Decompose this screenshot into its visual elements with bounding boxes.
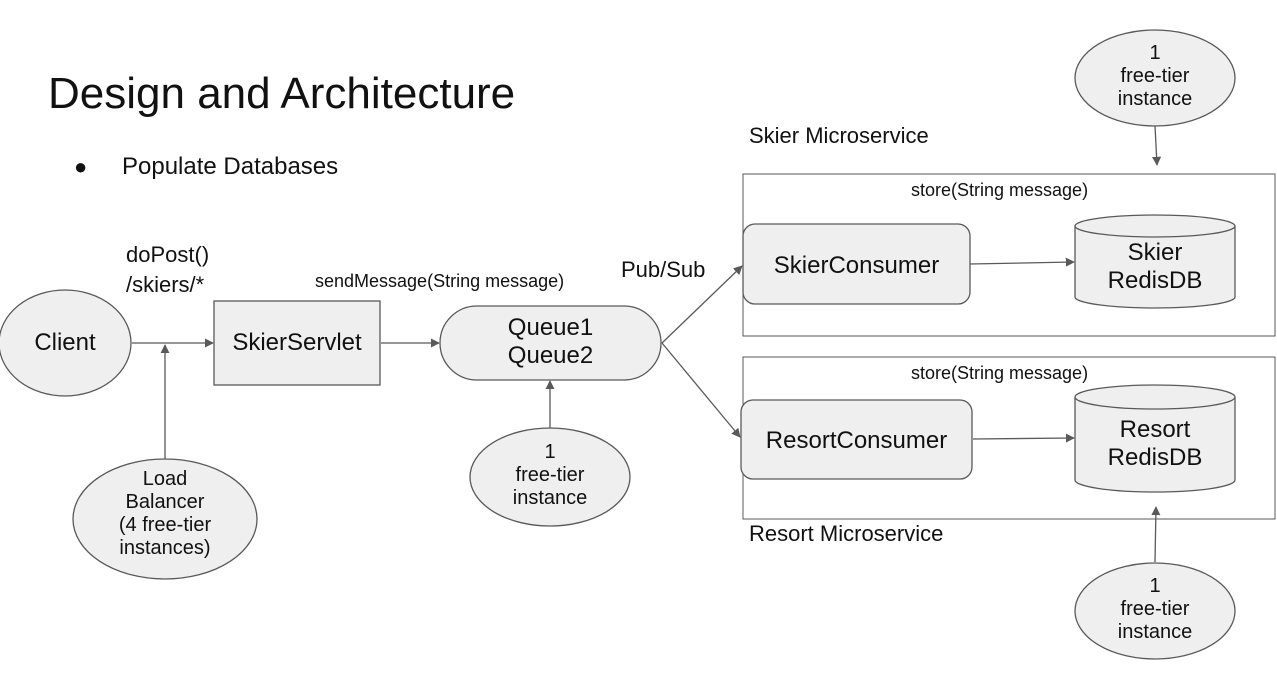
skier-consumer-to-db-arrow [969, 257, 1075, 267]
skier-consumer-node [742, 223, 971, 305]
queue-instance-node [469, 427, 631, 527]
skiers-path-label: /skiers/* [126, 272, 205, 297]
resort-db-node [1074, 384, 1236, 493]
skier-servlet-node [213, 300, 381, 386]
load-balancer-node [72, 458, 258, 580]
resort-consumer-node [740, 399, 973, 480]
resort-instance-node [1074, 562, 1236, 660]
queue-node [439, 305, 662, 381]
skier-microservice-label: Skier Microservice [749, 123, 929, 148]
bullet-dot: ● [74, 154, 88, 179]
resort-consumer-to-db-arrow [972, 433, 1075, 443]
store-skier-label: store(String message) [911, 180, 1089, 200]
send-message-label: sendMessage(String message) [315, 271, 565, 291]
bullet-text: Populate Databases [122, 153, 339, 180]
resort-instance-arrow [1151, 506, 1161, 563]
skier-servlet-label: SkierServlet [232, 329, 362, 356]
store-resort-label: store(String message) [911, 363, 1089, 383]
slide-title: Design and Architecture [48, 69, 516, 118]
skier-db-label: Skier RedisDB [1107, 239, 1203, 294]
client-node [0, 289, 132, 397]
do-post-label: doPost() [126, 242, 210, 267]
skier-instance-arrow [1152, 125, 1162, 166]
queue-label: Queue1 Queue2 [507, 314, 594, 369]
resort-microservice-label: Resort Microservice [749, 521, 944, 546]
pub-sub-label: Pub/Sub [621, 257, 706, 282]
resort-db-label: Resort RedisDB [1107, 416, 1203, 471]
load-balancer-label: Load Balancer (4 free-tier instances) [118, 468, 212, 559]
client-label: Client [34, 329, 96, 356]
skier-instance-node [1074, 29, 1236, 127]
resort-instance-label: 1 free-tier instance [1117, 575, 1193, 643]
queue-to-skier-arrow [661, 265, 743, 344]
queue-to-resort-arrow [661, 342, 741, 438]
skier-db-node [1074, 214, 1236, 309]
resort-consumer-label: ResortConsumer [765, 427, 948, 454]
skier-instance-label: 1 free-tier instance [1117, 42, 1193, 110]
queue-instance-label: 1 free-tier instance [512, 441, 588, 509]
skier-consumer-label: SkierConsumer [773, 252, 940, 279]
